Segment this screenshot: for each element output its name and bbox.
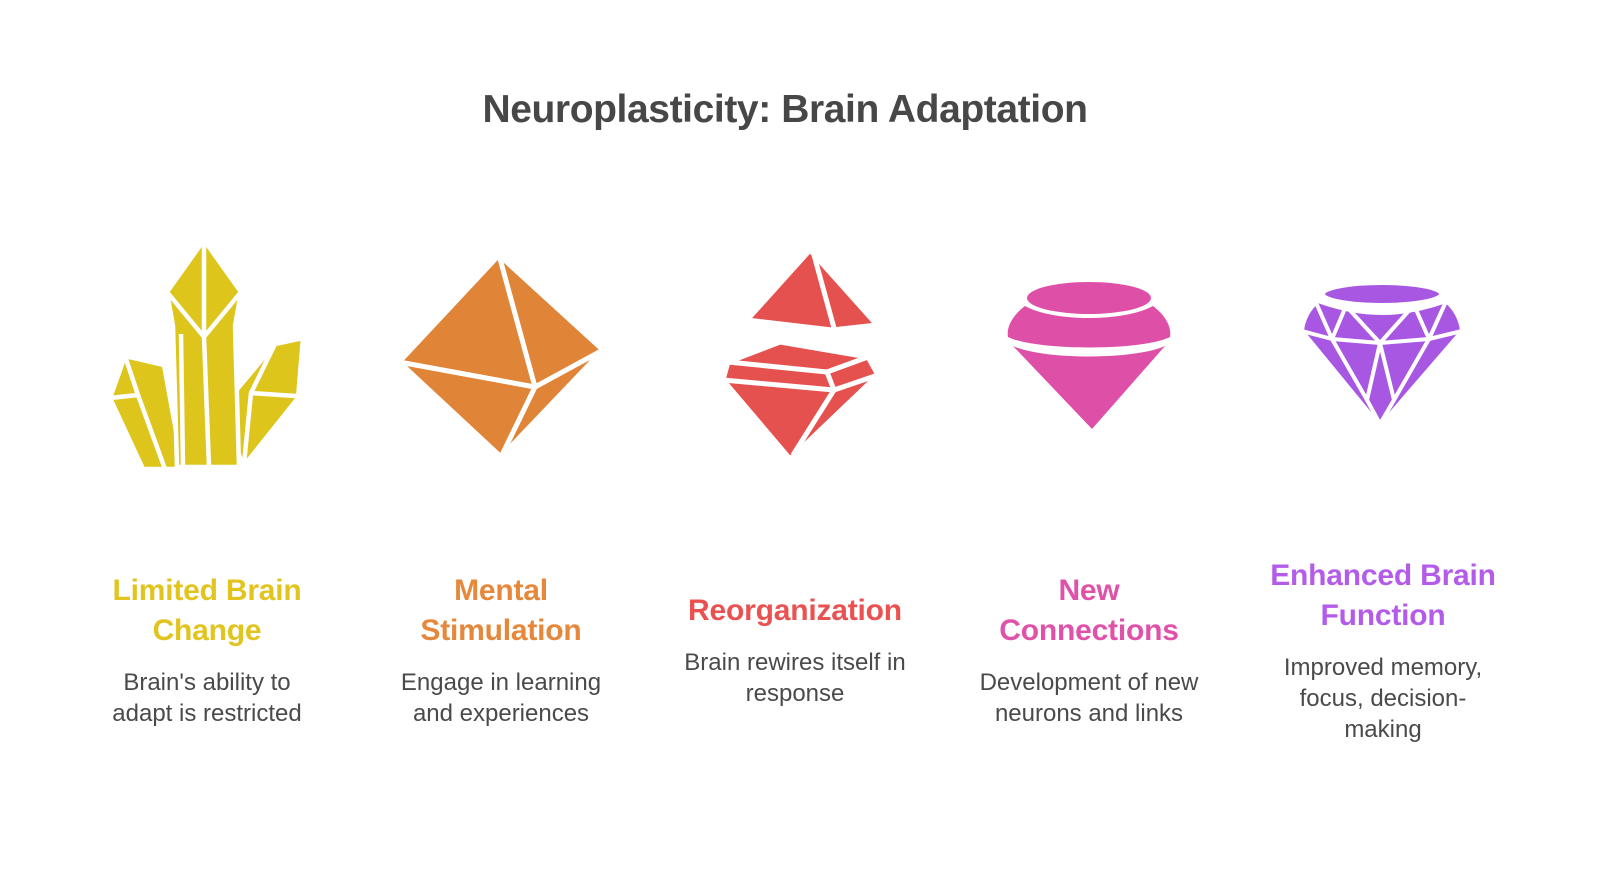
card-description: Brain's ability to adapt is restricted (112, 669, 302, 727)
card-heading: Limited Brain Change (112, 574, 302, 647)
card-mental-stimulation: Mental Stimulation Engage in learning an… (354, 238, 648, 760)
cone-gem-icon (1006, 238, 1172, 473)
card-heading: Enhanced Brain Function (1270, 558, 1496, 632)
split-gem-icon (705, 238, 885, 473)
page-title: Neuroplasticity: Brain Adaptation (482, 88, 1088, 131)
card-heading: Mental Stimulation (420, 574, 582, 647)
text-block: Mental Stimulation Engage in learning an… (390, 540, 612, 760)
items-row: Limited Brain Change Brain's ability to … (60, 238, 1530, 760)
card-heading: Reorganization (688, 594, 902, 627)
text-block: New Connections Development of new neuro… (975, 540, 1203, 760)
card-description: Development of new neurons and links (979, 669, 1199, 727)
card-description: Improved memory, focus, decision-making (1283, 653, 1483, 743)
crystal-cluster-icon (107, 238, 307, 473)
card-reorganization: Reorganization Brain rewires itself in r… (648, 238, 942, 760)
card-new-connections: New Connections Development of new neuro… (942, 238, 1236, 760)
card-description: Brain rewires itself in response (684, 649, 906, 707)
text-block: Reorganization Brain rewires itself in r… (664, 540, 926, 760)
text-block: Limited Brain Change Brain's ability to … (96, 540, 318, 760)
card-limited-brain-change: Limited Brain Change Brain's ability to … (60, 238, 354, 760)
brilliant-diamond-icon (1302, 238, 1464, 473)
card-description: Engage in learning and experiences (400, 669, 602, 727)
text-block: Enhanced Brain Function Improved memory,… (1257, 540, 1509, 760)
card-heading: New Connections (999, 574, 1179, 647)
octahedron-gem-icon (396, 238, 606, 473)
card-enhanced-brain-function: Enhanced Brain Function Improved memory,… (1236, 238, 1530, 760)
